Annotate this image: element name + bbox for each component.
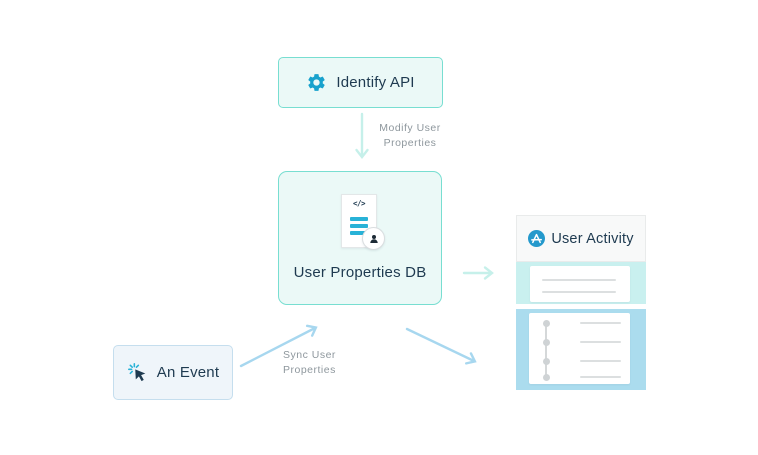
edge-label-line: Properties <box>383 136 437 149</box>
arrow-db-to-activity-timeline <box>405 327 477 365</box>
edge-label-line: Modify User <box>379 122 441 134</box>
band-divider <box>516 304 646 309</box>
edge-label-sync-user-properties: Sync User Properties <box>283 348 336 377</box>
node-user-properties-db: </> User Properties DB <box>278 171 442 305</box>
person-badge-icon <box>362 227 385 250</box>
doc-line <box>350 217 368 221</box>
timeline-line <box>545 323 547 377</box>
timeline-dot <box>542 357 550 365</box>
timeline-dot <box>542 338 550 346</box>
timeline-card <box>529 313 630 384</box>
node-an-event: An Event <box>113 345 233 400</box>
identify-api-label: Identify API <box>336 74 415 91</box>
code-glyph: </> <box>352 199 366 208</box>
doc-line <box>350 224 368 228</box>
doc-line <box>350 231 368 235</box>
placeholder-line <box>580 360 621 362</box>
summary-card <box>530 266 630 302</box>
activity-summary-band <box>516 262 646 304</box>
timeline-dot <box>542 373 550 381</box>
user-activity-label: User Activity <box>551 230 634 247</box>
placeholder-line <box>542 291 616 293</box>
placeholder-line <box>580 322 621 324</box>
user-activity-header: User Activity <box>516 215 646 262</box>
edge-label-modify-user-properties: Modify User Properties <box>360 121 460 150</box>
activity-icon <box>528 230 546 247</box>
user-properties-db-label: User Properties DB <box>293 264 427 281</box>
placeholder-line <box>542 279 616 281</box>
edge-label-line: Sync User <box>283 349 336 361</box>
node-identify-api: Identify API <box>278 57 443 108</box>
edge-label-line: Properties <box>283 363 336 376</box>
timeline-dot <box>542 319 550 327</box>
click-cursor-icon <box>127 362 146 381</box>
user-document-icon: </> <box>341 194 385 250</box>
an-event-label: An Event <box>156 364 220 381</box>
gear-icon <box>308 74 326 91</box>
activity-timeline-band <box>516 309 646 390</box>
placeholder-line <box>580 376 621 378</box>
user-activity-panel: User Activity <box>516 215 646 390</box>
placeholder-line <box>580 341 621 343</box>
